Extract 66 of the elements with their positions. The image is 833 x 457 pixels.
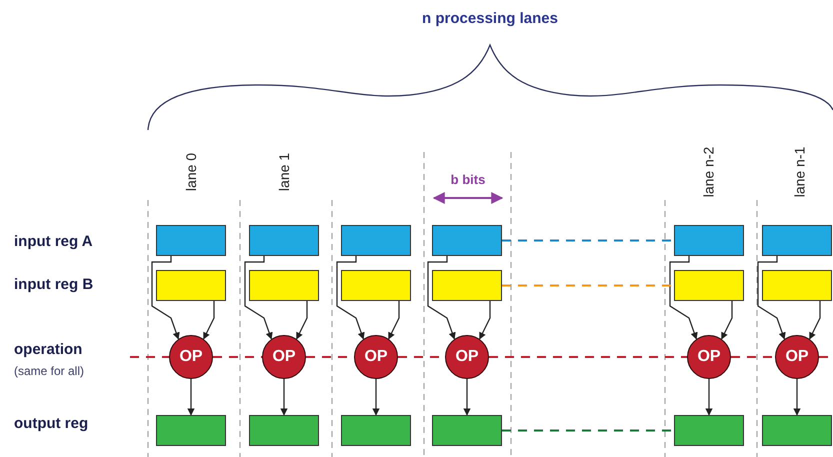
register-box xyxy=(432,270,502,301)
lane-label: lane 1 xyxy=(276,152,292,192)
operation-label: OP xyxy=(697,348,721,366)
arrow xyxy=(151,256,180,340)
connector-line xyxy=(130,356,169,358)
arrow xyxy=(427,256,456,340)
register-box xyxy=(762,270,832,301)
connector-line xyxy=(502,284,674,286)
operation-circle xyxy=(775,335,819,379)
register-box xyxy=(156,415,226,446)
arrow xyxy=(463,379,471,416)
lane-label: lane n-1 xyxy=(791,146,807,198)
arrow xyxy=(372,379,380,416)
arrow xyxy=(705,379,713,416)
connector-line xyxy=(213,356,262,358)
register-box xyxy=(249,415,319,446)
operation-label: OP xyxy=(272,348,296,366)
register-box xyxy=(432,225,502,256)
connector-line xyxy=(731,356,775,358)
register-box xyxy=(341,225,411,256)
arrow xyxy=(280,379,288,416)
register-box xyxy=(432,415,502,446)
arrow xyxy=(203,301,215,340)
row-label: operation xyxy=(14,341,82,358)
operation-circle xyxy=(262,335,306,379)
connector-line xyxy=(502,430,674,432)
operation-label: OP xyxy=(455,348,479,366)
arrow xyxy=(793,379,801,416)
arrow xyxy=(187,379,195,416)
arrow xyxy=(244,256,273,340)
dimension-label: b bits xyxy=(450,172,486,187)
row-label: (same for all) xyxy=(14,364,84,378)
row-label: input reg B xyxy=(14,276,94,293)
operation-label: OP xyxy=(364,348,388,366)
register-box xyxy=(762,225,832,256)
arrow xyxy=(479,301,491,340)
operation-label: OP xyxy=(179,348,203,366)
lane-label: lane n-2 xyxy=(700,146,716,198)
row-label: output reg xyxy=(14,415,88,432)
register-box xyxy=(249,270,319,301)
arrow xyxy=(296,301,308,340)
arrow xyxy=(721,301,733,340)
register-box xyxy=(674,415,744,446)
arrow xyxy=(757,256,786,340)
operation-circle xyxy=(687,335,731,379)
connector-line xyxy=(502,240,674,242)
register-box xyxy=(674,270,744,301)
connector-line xyxy=(489,356,687,358)
register-box xyxy=(156,225,226,256)
operation-circle xyxy=(445,335,489,379)
arrow xyxy=(809,301,821,340)
operation-label: OP xyxy=(785,348,809,366)
register-box xyxy=(249,225,319,256)
row-label: input reg A xyxy=(14,233,93,250)
operation-circle xyxy=(354,335,398,379)
arrow xyxy=(388,301,400,340)
register-box xyxy=(674,225,744,256)
arrow xyxy=(669,256,698,340)
operation-circle xyxy=(169,335,213,379)
brace-label: n processing lanes xyxy=(422,10,558,27)
register-box xyxy=(341,270,411,301)
lane-label: lane 0 xyxy=(183,152,199,192)
register-box xyxy=(762,415,832,446)
arrow xyxy=(336,256,365,340)
register-box xyxy=(156,270,226,301)
register-box xyxy=(341,415,411,446)
